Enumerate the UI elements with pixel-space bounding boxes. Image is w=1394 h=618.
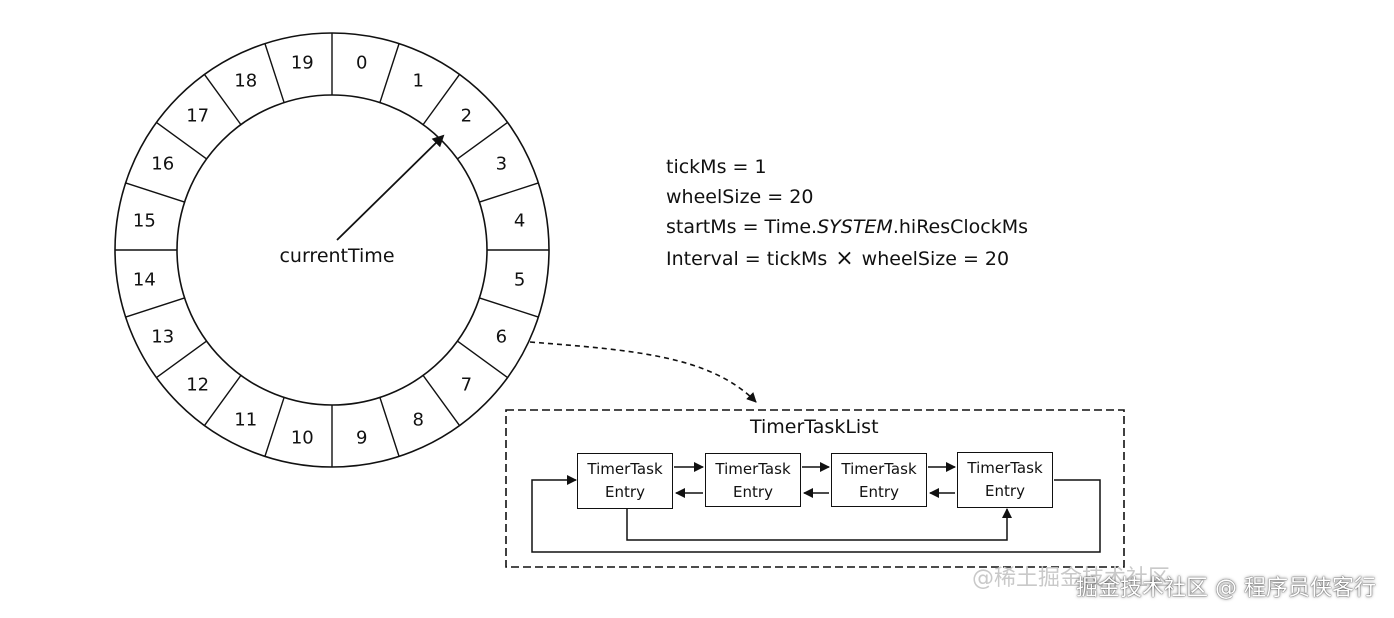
- slot-label-4: 4: [514, 210, 525, 231]
- slot-divider: [125, 297, 185, 318]
- current-time-label: currentTime: [279, 245, 394, 267]
- param-tick-ms: tickMs = 1: [666, 156, 767, 178]
- start-ms-prefix: startMs = Time.: [666, 216, 818, 238]
- slot-divider: [422, 374, 461, 426]
- slot-divider: [456, 121, 508, 160]
- slot-divider: [156, 340, 208, 379]
- timer-task-entry-1: TimerTask Entry: [577, 453, 673, 509]
- current-time-pointer: [336, 134, 445, 241]
- entry-2-line2: Entry: [733, 483, 773, 501]
- slot-label-11: 11: [234, 409, 257, 430]
- slot-divider: [203, 374, 242, 426]
- slot-label-18: 18: [234, 71, 257, 92]
- timer-task-list-title: TimerTaskList: [750, 416, 879, 438]
- slot-label-2: 2: [461, 106, 472, 127]
- timer-task-entry-4: TimerTask Entry: [957, 452, 1053, 508]
- interval-suffix: wheelSize = 20: [861, 248, 1010, 270]
- wrap-link-first-to-last: [626, 507, 1012, 541]
- entry-4-line2: Entry: [985, 482, 1025, 500]
- wheel-slot-dividers: [115, 33, 549, 467]
- entry-2-line1: TimerTask: [715, 460, 791, 478]
- slot-divider: [422, 74, 461, 126]
- slot-label-6: 6: [496, 326, 507, 347]
- entry-3-line2: Entry: [859, 483, 899, 501]
- slot-divider: [379, 397, 400, 457]
- entry-1-line1: TimerTask: [587, 460, 663, 478]
- slot-label-1: 1: [413, 71, 424, 92]
- start-ms-suffix: .hiResClockMs: [892, 216, 1029, 238]
- wrap-link-last-to-first: [531, 475, 1101, 553]
- slot-divider: [456, 340, 508, 379]
- slot-label-16: 16: [151, 154, 174, 175]
- slot-label-3: 3: [496, 154, 507, 175]
- watermark: 掘金技术社区 @ 程序员侠客行: [1076, 576, 1376, 601]
- slot-label-13: 13: [151, 326, 174, 347]
- slot-divider: [203, 74, 242, 126]
- entry-1-line2: Entry: [605, 483, 645, 501]
- slot-label-9: 9: [356, 428, 367, 449]
- slot-label-15: 15: [133, 210, 156, 231]
- slot-divider: [125, 182, 185, 203]
- param-wheel-size: wheelSize = 20: [666, 186, 814, 208]
- slot-to-list-connector: [529, 341, 757, 403]
- slot-divider: [156, 121, 208, 160]
- timer-task-entry-2: TimerTask Entry: [705, 453, 801, 507]
- slot-divider: [264, 43, 285, 103]
- entry-3-line1: TimerTask: [841, 460, 917, 478]
- watermark-ghost: @稀土掘金技术社区: [972, 566, 1171, 591]
- times-sign: ×: [835, 246, 854, 271]
- start-ms-system: SYSTEM: [817, 216, 893, 238]
- slot-label-17: 17: [186, 106, 209, 127]
- entry-4-line1: TimerTask: [967, 459, 1043, 477]
- slot-label-19: 19: [291, 52, 314, 73]
- slot-divider: [479, 297, 539, 318]
- slot-label-12: 12: [186, 374, 209, 395]
- slot-label-7: 7: [461, 374, 472, 395]
- slot-divider: [379, 43, 400, 103]
- interval-prefix: Interval = tickMs: [666, 248, 828, 270]
- slot-label-0: 0: [356, 52, 367, 73]
- slot-label-14: 14: [133, 270, 156, 291]
- slot-divider: [479, 182, 539, 203]
- slot-label-5: 5: [514, 270, 525, 291]
- slot-label-8: 8: [413, 409, 424, 430]
- param-interval: Interval = tickMs × wheelSize = 20: [666, 248, 1009, 270]
- timer-task-entry-3: TimerTask Entry: [831, 453, 927, 507]
- slot-label-10: 10: [291, 428, 314, 449]
- slot-divider: [264, 397, 285, 457]
- param-start-ms: startMs = Time.SYSTEM.hiResClockMs: [666, 218, 1028, 237]
- timer-task-list-box: [505, 409, 1125, 568]
